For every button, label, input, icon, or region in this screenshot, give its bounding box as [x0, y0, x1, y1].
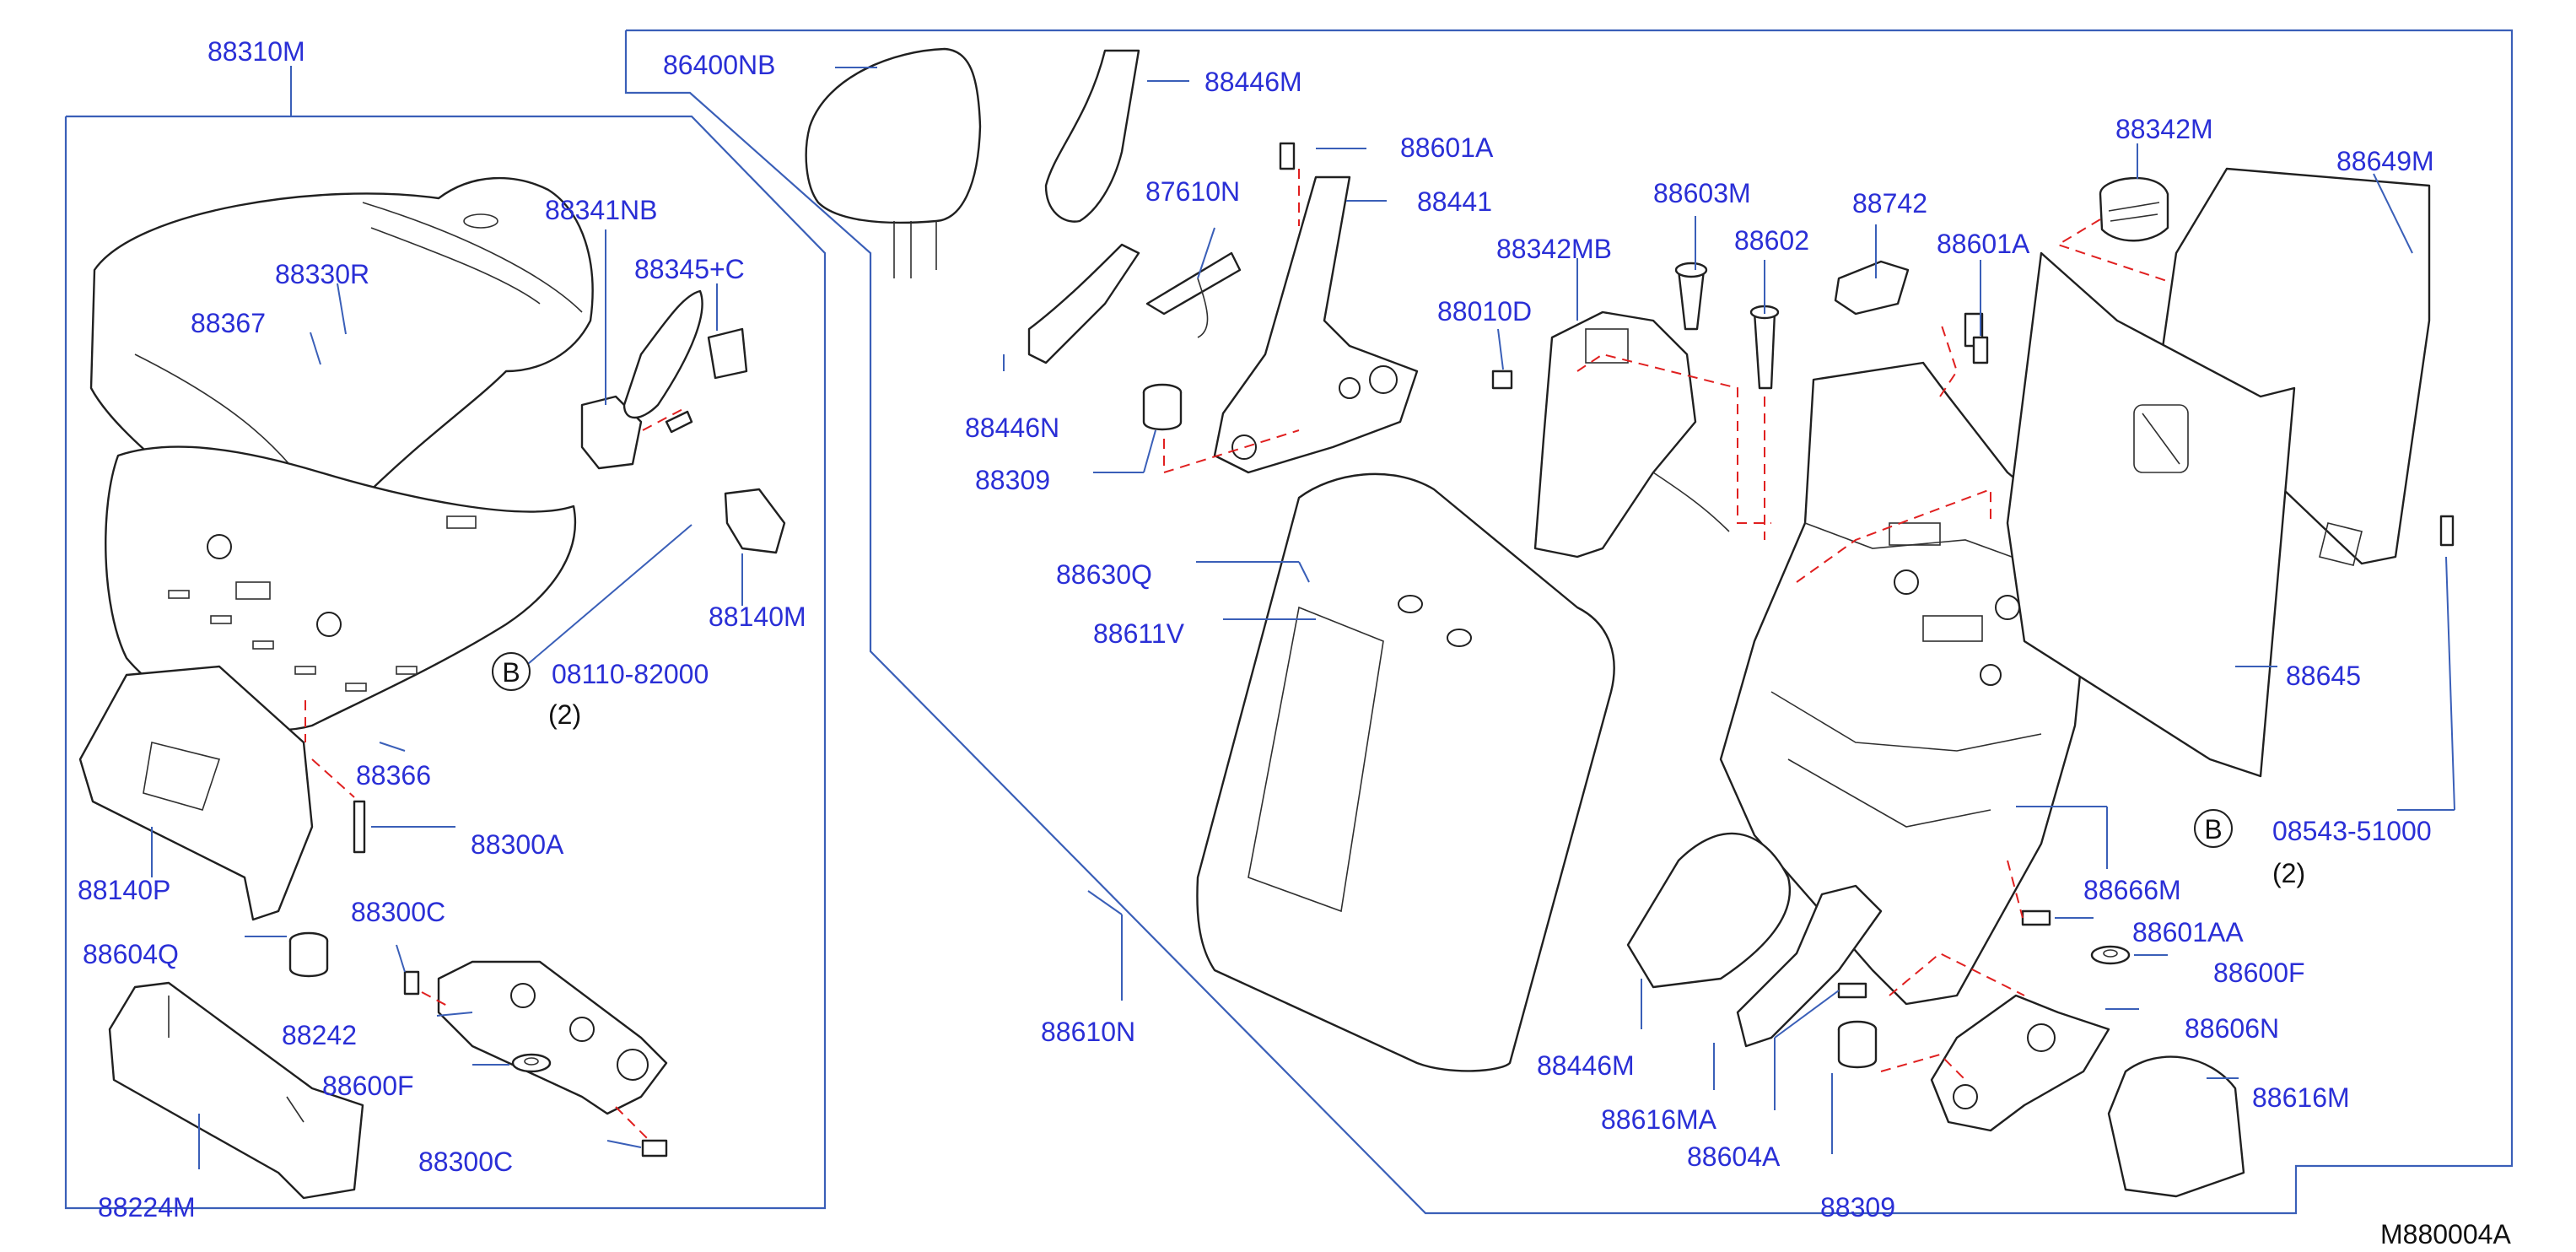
part-label-washer-right: 88600F [2213, 958, 2305, 988]
callout-left-part-number: 08110-82000 [552, 659, 709, 689]
side-finisher-part [1736, 884, 1883, 1048]
back-hinge-part [1930, 994, 2110, 1132]
part-label-back-frame: 88666M [2083, 875, 2181, 905]
part-label-back-board: 88649M [2336, 146, 2434, 176]
part-label-release-cable: 87610N [1145, 176, 1240, 207]
part-label-cushion-bolt: 88300A [471, 829, 564, 860]
back-frame-part [1719, 361, 2094, 1006]
part-label-stopper-lower: 88309 [1820, 1192, 1895, 1222]
part-label-back-clip-2: 88611V [1093, 618, 1185, 649]
part-label-side-cover: 88446M [1537, 1050, 1635, 1081]
striker-cover-part [724, 488, 786, 554]
board-panel-part [2006, 251, 2296, 778]
cushion-frame-pan [105, 445, 577, 731]
callout-right-quantity: (2) [2272, 858, 2305, 888]
part-label-latch-bracket: 88341NB [545, 195, 657, 225]
part-label-back-clip-1: 88630Q [1056, 559, 1152, 590]
part-label-lock-bolt-upper: 88601A [1400, 132, 1494, 163]
part-label-guide-knob: 88342M [2115, 114, 2213, 144]
part-label-frame-bolt-upper: 88601A [1937, 229, 2030, 259]
part-label-headrest-sleeve: 88602 [1734, 225, 1809, 256]
release-lever-part [1213, 175, 1419, 474]
stopper-right-part [1837, 982, 1867, 999]
part-label-striker-cover: 88140M [709, 602, 806, 632]
part-label-cushion-trim-clip: 88330R [275, 259, 369, 289]
part-label-back-hinge: 88606N [2185, 1013, 2279, 1044]
washer-left-part [511, 1053, 552, 1073]
hinge-cover-right-part [2107, 1055, 2245, 1198]
part-label-cushion-assembly: 88310M [207, 36, 305, 67]
part-label-guide-bolt: 88010D [1437, 296, 1532, 326]
guide-lock-part [1677, 268, 1706, 331]
part-label-headrest: 86400NB [663, 50, 775, 80]
strap-cover-part [622, 289, 703, 419]
part-label-stopper-upper: 88309 [975, 465, 1050, 495]
cushion-bracket-part [78, 665, 314, 921]
part-label-board-panel: 88645 [2286, 661, 2361, 691]
part-label-hinge-bracket: 88242 [282, 1020, 357, 1050]
cushion-group-frame [64, 115, 827, 1210]
part-label-cushion-frame: 88366 [356, 760, 431, 791]
part-label-washer-left: 88600F [322, 1071, 414, 1101]
part-label-frame-bolt-lower: 88601AA [2132, 917, 2244, 947]
headrest-part [805, 47, 982, 224]
callout-right-letter: B [2204, 814, 2222, 845]
part-label-cushion-clip: 88367 [191, 308, 266, 338]
back-trim-part [1196, 472, 1615, 1072]
part-label-side-finisher: 88616MA [1601, 1104, 1717, 1135]
part-label-hinge-cover-right: 88616M [2252, 1082, 2350, 1113]
part-label-hinge-bolt-upper: 88300C [351, 897, 445, 927]
leader-lines [151, 67, 2455, 1169]
part-label-strap-cover: 88345+C [634, 254, 745, 284]
part-label-headrest-guide: 88342MB [1496, 234, 1612, 264]
part-label-guide-lock: 88603M [1653, 178, 1751, 208]
callout-right-circle [2194, 809, 2233, 848]
back-lock-clip-part [1834, 260, 1910, 316]
washer-right-part [2090, 945, 2131, 965]
headrest-sleeve-part [1753, 310, 1776, 390]
frame-bolt-lower-part [2021, 909, 2051, 926]
release-cable-part [1145, 251, 1242, 316]
part-label-cable-cover: 88446M [1204, 67, 1302, 97]
back-group-frame [624, 29, 2514, 1215]
part-label-release-lever: 88441 [1417, 186, 1492, 217]
part-label-back-trim: 88610N [1041, 1017, 1135, 1047]
hinge-cover-part [108, 981, 364, 1200]
headrest-guide-part [1533, 310, 1697, 559]
frame-bolt-upper-part [1972, 336, 1989, 364]
part-label-stopper-right: 88604A [1687, 1141, 1781, 1172]
callout-left-quantity: (2) [548, 699, 581, 730]
callout-right-part-number: 08543-51000 [2272, 816, 2432, 846]
back-board-part [2158, 167, 2431, 565]
part-label-hinge-bolt-lower: 88300C [418, 1147, 513, 1177]
part-label-stopper-left: 88604Q [83, 939, 179, 969]
drawing-code: M880004A [2380, 1219, 2511, 1249]
guide-knob-part [2099, 176, 2169, 242]
side-cover-part [1626, 832, 1792, 989]
part-label-cushion-bracket: 88140P [78, 875, 170, 905]
callout-left-circle [492, 652, 531, 691]
part-label-hinge-cover: 88224M [98, 1192, 196, 1222]
lever-cover-part [1027, 243, 1140, 364]
callout-left-letter: B [502, 657, 520, 688]
cable-cover-part [1044, 49, 1140, 223]
part-label-lever-cover: 88446N [965, 413, 1059, 443]
hinge-bracket-part [437, 960, 668, 1115]
part-label-back-lock-clip: 88742 [1852, 188, 1927, 219]
